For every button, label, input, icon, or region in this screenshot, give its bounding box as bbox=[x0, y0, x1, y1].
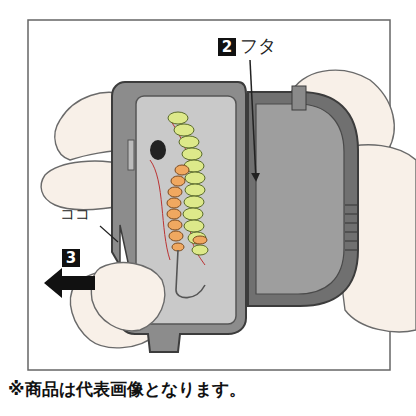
leader-line bbox=[100, 226, 118, 242]
callout-number-text: 3 bbox=[66, 251, 76, 266]
part-label: フタ bbox=[240, 36, 276, 56]
case-lid bbox=[248, 86, 358, 306]
caption: ※商品は代表画像となります。 bbox=[8, 379, 246, 399]
leader-line bbox=[250, 60, 256, 180]
part-label: ココ bbox=[60, 206, 90, 223]
lure bbox=[150, 112, 208, 298]
callout-number-text: 2 bbox=[222, 40, 232, 55]
callout-number: 3 bbox=[62, 249, 80, 267]
left-thumb bbox=[91, 263, 164, 331]
callout-number: 2 bbox=[218, 38, 236, 56]
direction-arrow bbox=[44, 268, 95, 298]
